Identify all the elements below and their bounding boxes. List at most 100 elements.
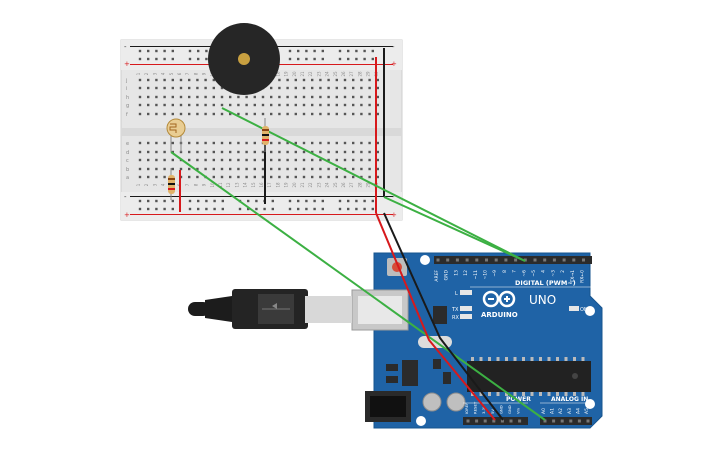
row-letter: j <box>125 78 127 84</box>
column-number: 4 <box>161 183 166 186</box>
row-letter: b <box>126 167 129 173</box>
rail-minus-top: - <box>124 43 127 51</box>
column-number: 27 <box>349 71 354 77</box>
column-number: 25 <box>333 182 338 188</box>
analog-header-label: ANALOG IN <box>551 396 588 403</box>
row-letter: d <box>126 150 129 156</box>
digital-pin-label: AREF <box>434 270 440 282</box>
digital-pin-label: ~5 <box>531 270 537 277</box>
column-number: 23 <box>316 71 321 77</box>
column-number: 18 <box>275 71 280 77</box>
column-number: 7 <box>185 183 190 186</box>
column-number: 29 <box>366 182 371 188</box>
power-header-label: POWER <box>506 396 531 403</box>
led-rx-label: RX <box>452 315 459 321</box>
column-number: 6 <box>177 72 182 75</box>
column-number: 24 <box>325 71 330 77</box>
column-number: 11 <box>218 182 223 188</box>
digital-pin-label: ~11 <box>473 270 479 280</box>
column-number: 14 <box>243 182 248 188</box>
rail-plus-bottom-right: + <box>391 211 397 219</box>
analog-pin-label: A2 <box>558 408 564 414</box>
column-number: 9 <box>202 183 207 186</box>
wire-green-buzzer-to-d7[interactable] <box>221 107 526 262</box>
digital-pin-label: GND <box>444 269 450 280</box>
column-number: 5 <box>169 72 174 75</box>
row-letter: e <box>126 141 129 147</box>
breadboard-holes <box>138 49 379 211</box>
column-number: 18 <box>275 182 280 188</box>
column-number: 23 <box>316 182 321 188</box>
row-letter: f <box>126 112 128 118</box>
photoresistor-icon[interactable] <box>166 118 186 152</box>
arduino-model: UNO <box>529 293 556 307</box>
wire-bundle[interactable] <box>170 107 546 421</box>
power-pin-label: 5V <box>490 409 495 414</box>
power-pin-label: IOREF <box>464 403 469 414</box>
rail-plus-top-right: + <box>391 60 397 68</box>
digital-header[interactable] <box>434 256 592 264</box>
digital-pin-label: 2 <box>560 270 566 273</box>
column-number: 28 <box>357 182 362 188</box>
column-number: 21 <box>300 182 305 188</box>
column-number: 24 <box>325 182 330 188</box>
rail-plus-bottom: + <box>124 211 130 219</box>
column-number: 3 <box>152 72 157 75</box>
column-number: 4 <box>161 72 166 75</box>
led-tx-label: TX <box>451 307 459 313</box>
digital-pin-label: ~3 <box>550 270 556 277</box>
column-number: 26 <box>341 182 346 188</box>
power-pin-label: 3.3V <box>481 405 486 414</box>
led-l-label: L <box>455 291 458 297</box>
rail-minus-bottom: - <box>124 193 127 201</box>
digital-pin-label: 8 <box>502 270 508 273</box>
wire-black-gnd[interactable] <box>383 212 504 421</box>
column-number: 10 <box>210 182 215 188</box>
analog-pin-label: A4 <box>575 408 581 414</box>
digital-pin-label: ~6 <box>521 270 527 277</box>
buzzer-icon[interactable] <box>208 23 280 95</box>
analog-pin-label: A1 <box>550 408 556 414</box>
atmega-chip <box>467 361 591 392</box>
column-number: 22 <box>308 71 313 77</box>
column-number: 29 <box>366 71 371 77</box>
column-number: 8 <box>193 72 198 75</box>
column-number: 15 <box>251 182 256 188</box>
column-number: 13 <box>234 182 239 188</box>
power-pin-label: GND <box>498 405 503 414</box>
rail-plus-top: + <box>124 60 130 68</box>
row-letter: h <box>126 95 129 101</box>
column-number: 1 <box>136 183 141 186</box>
resistor-icon-2[interactable] <box>262 118 269 152</box>
power-pin-label: Vin <box>516 407 521 414</box>
rail-minus-bottom-right: - <box>392 193 395 201</box>
digital-header-label: DIGITAL (PWM~) <box>515 279 576 287</box>
analog-header[interactable] <box>540 417 592 425</box>
column-number: 25 <box>333 71 338 77</box>
wire-red-5v[interactable] <box>375 212 496 421</box>
rail-minus-top-right: - <box>392 43 395 51</box>
row-letter: a <box>126 175 129 181</box>
digital-pin-label: 7 <box>512 270 518 273</box>
column-number: 2 <box>144 183 149 186</box>
column-number: 12 <box>226 182 231 188</box>
column-number: 19 <box>284 182 289 188</box>
usb-cable-icon[interactable] <box>188 289 352 329</box>
column-number: 22 <box>308 182 313 188</box>
arduino-brand: ARDUINO <box>481 311 518 319</box>
column-number: 9 <box>202 72 207 75</box>
digital-pin-label: ~9 <box>492 270 498 277</box>
wire-green-rail-to-d4[interactable] <box>383 196 526 262</box>
digital-pin-label: 12 <box>463 270 469 276</box>
row-letter: i <box>126 86 127 92</box>
column-number: 3 <box>152 183 157 186</box>
power-header[interactable] <box>463 417 528 425</box>
column-number: 19 <box>284 71 289 77</box>
resistor-icon[interactable] <box>168 168 175 200</box>
arduino-infinity-icon <box>482 290 516 308</box>
wire-green-sensor-to-a0[interactable] <box>170 151 546 421</box>
